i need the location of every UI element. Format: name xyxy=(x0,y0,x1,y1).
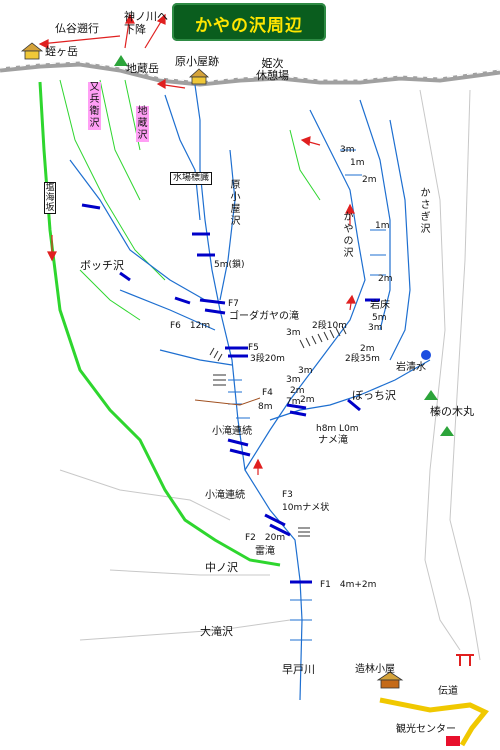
falls-2m-b: 2m xyxy=(300,395,315,405)
peak-icon xyxy=(440,426,454,436)
falls-k2m-a: 2m xyxy=(362,175,377,185)
map-title-box: かやの沢周辺 xyxy=(172,3,326,41)
falls-i3m: 3m xyxy=(368,323,383,333)
falls-f5-desc: 3段20m xyxy=(250,354,285,364)
main-ridge-line xyxy=(0,61,500,87)
label-kotaki2: 小滝連続 xyxy=(205,490,245,501)
gray-contours xyxy=(59,89,481,661)
ridge-trail-dash xyxy=(0,61,500,83)
entrance-road xyxy=(379,697,489,747)
falls-k1m-b: 1m xyxy=(375,221,390,231)
falls-nidan10: 2段10m xyxy=(312,321,347,331)
falls-f1: F1 4m+2m xyxy=(320,580,377,590)
spring-icon xyxy=(421,350,431,360)
falls-k3m-a: 3m xyxy=(340,145,355,155)
label-hayatogawa: 早戸川 xyxy=(282,663,315,676)
falls-5m-chain: 5m(鎖) xyxy=(214,260,245,270)
label-iwadoko: 岩床 xyxy=(370,300,390,311)
label-otakisawa: 大滝沢 xyxy=(200,625,233,638)
label-bocchisawa2: ぼっち沢 xyxy=(352,389,396,402)
label-dendo: 伝道 xyxy=(438,686,458,697)
falls-3m-b: 3m xyxy=(298,366,313,376)
label-hirugadake: 蛭ヶ岳 xyxy=(45,45,78,58)
label-kayanosawa: かやの沢 xyxy=(343,212,354,259)
green-tributaries xyxy=(59,79,321,321)
hut-icon xyxy=(188,68,210,85)
falls-3m-a: 3m xyxy=(286,328,301,338)
falls-k2m-b: 2m xyxy=(378,274,393,284)
label-jizosawa: 地蔵沢 xyxy=(136,106,149,142)
label-kasagisawa: かさぎ沢 xyxy=(420,188,431,235)
peak-icon xyxy=(114,55,128,66)
streams xyxy=(69,84,431,701)
falls-f5: F5 xyxy=(248,343,259,353)
falls-7m: 7m xyxy=(286,397,301,407)
label-iwashimizu: 岩清水 xyxy=(396,362,426,373)
falls-nidan35: 2段35m xyxy=(345,354,380,364)
falls-i5m: 5m xyxy=(372,313,387,323)
falls-f3: F3 xyxy=(282,490,293,500)
falls-f6: F6 12m xyxy=(170,321,211,331)
label-hanokimaru: 榛の木丸 xyxy=(430,405,474,418)
falls-k1m-a: 1m xyxy=(350,158,365,168)
hut-icon xyxy=(376,671,404,689)
label-matabee: 又兵衛沢 xyxy=(88,82,101,130)
visitor-center-icon xyxy=(446,736,460,746)
label-nametaki: ナメ滝 xyxy=(318,435,348,446)
falls-3m-c: 3m xyxy=(286,375,301,385)
label-butakoku: 仏谷遡行 xyxy=(55,22,99,35)
falls-f3-desc: 10mナメ状 xyxy=(282,503,330,513)
label-nakanosawa: 中ノ沢 xyxy=(205,561,238,574)
falls-marks xyxy=(81,203,380,584)
label-jizodake: 地蔵岳 xyxy=(126,62,159,75)
hut-icon xyxy=(20,42,44,60)
brown-trail xyxy=(194,397,261,406)
label-botchisawa: ボッチ沢 xyxy=(80,259,124,272)
falls-h8m: h8m L0m xyxy=(316,424,359,434)
falls-2m-c: 2m xyxy=(360,344,375,354)
label-suibahyoshiki: 水場標識 xyxy=(170,172,213,185)
cliff-hatching xyxy=(209,325,347,537)
falls-f4-desc: 8m xyxy=(258,402,273,412)
route-arrows xyxy=(38,13,356,475)
label-harakoya: 原小屋跡 xyxy=(175,55,219,68)
falls-f2: F2 20m xyxy=(245,533,286,543)
falls-2m-a: 2m xyxy=(290,386,305,396)
map-title: かやの沢周辺 xyxy=(195,16,303,36)
peak-icon xyxy=(424,390,438,400)
label-kotaki1: 小滝連続 xyxy=(212,426,252,437)
label-kanko: 観光センター xyxy=(396,724,456,735)
torii-icon xyxy=(456,654,474,666)
main-road xyxy=(38,81,281,567)
label-himetsugi: 姫次 休憩場 xyxy=(256,57,289,82)
label-kannogawa: 神ノ川へ 下降 xyxy=(124,10,168,36)
stream-ticks xyxy=(228,149,386,641)
label-raitaki: 雷滝 xyxy=(255,546,275,557)
label-godagaya: ゴーダガヤの滝 xyxy=(229,311,299,322)
label-shiokami: 塩海坂 xyxy=(44,182,56,214)
falls-f4: F4 xyxy=(262,388,273,398)
label-harakoyasawa: 原小屋沢 xyxy=(230,180,241,227)
falls-f7: F7 xyxy=(228,299,239,309)
label-zorinkoya: 造林小屋 xyxy=(355,664,395,675)
